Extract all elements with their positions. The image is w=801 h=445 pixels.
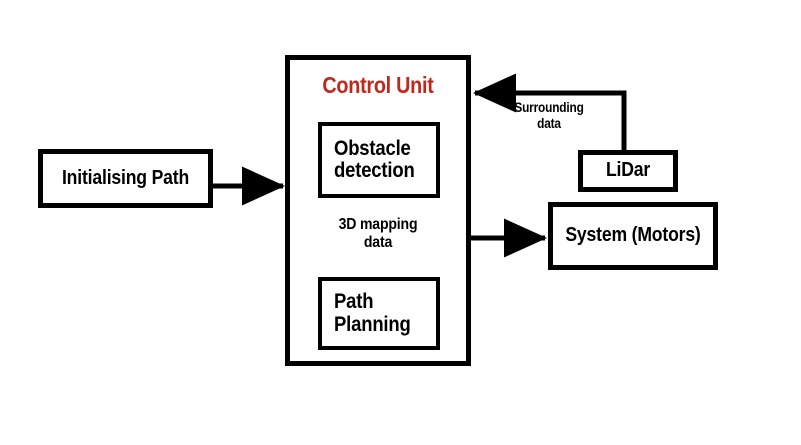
lidar-label: LiDar [605, 159, 651, 182]
mapping-data-label: 3D mapping data [338, 216, 418, 252]
system-motors-label: System (Motors) [565, 224, 701, 247]
lidar-block[interactable]: LiDar [578, 150, 678, 192]
obstacle-detection-label: Obstacle detection [334, 136, 415, 182]
initialising-path-block[interactable]: Initialising Path [38, 149, 213, 208]
path-planning-block[interactable]: Path Planning [318, 277, 440, 350]
system-motors-block[interactable]: System (Motors) [548, 202, 718, 270]
connector-lidar-to-control [472, 73, 627, 150]
obstacle-detection-block[interactable]: Obstacle detection [318, 122, 440, 198]
initialising-path-label: Initialising Path [61, 166, 190, 189]
path-planning-label: Path Planning [334, 290, 411, 336]
surrounding-data-label: Surrounding data [514, 100, 584, 131]
control-unit-block[interactable]: Control Unit [285, 55, 471, 366]
control-unit-title: Control Unit [322, 72, 434, 98]
